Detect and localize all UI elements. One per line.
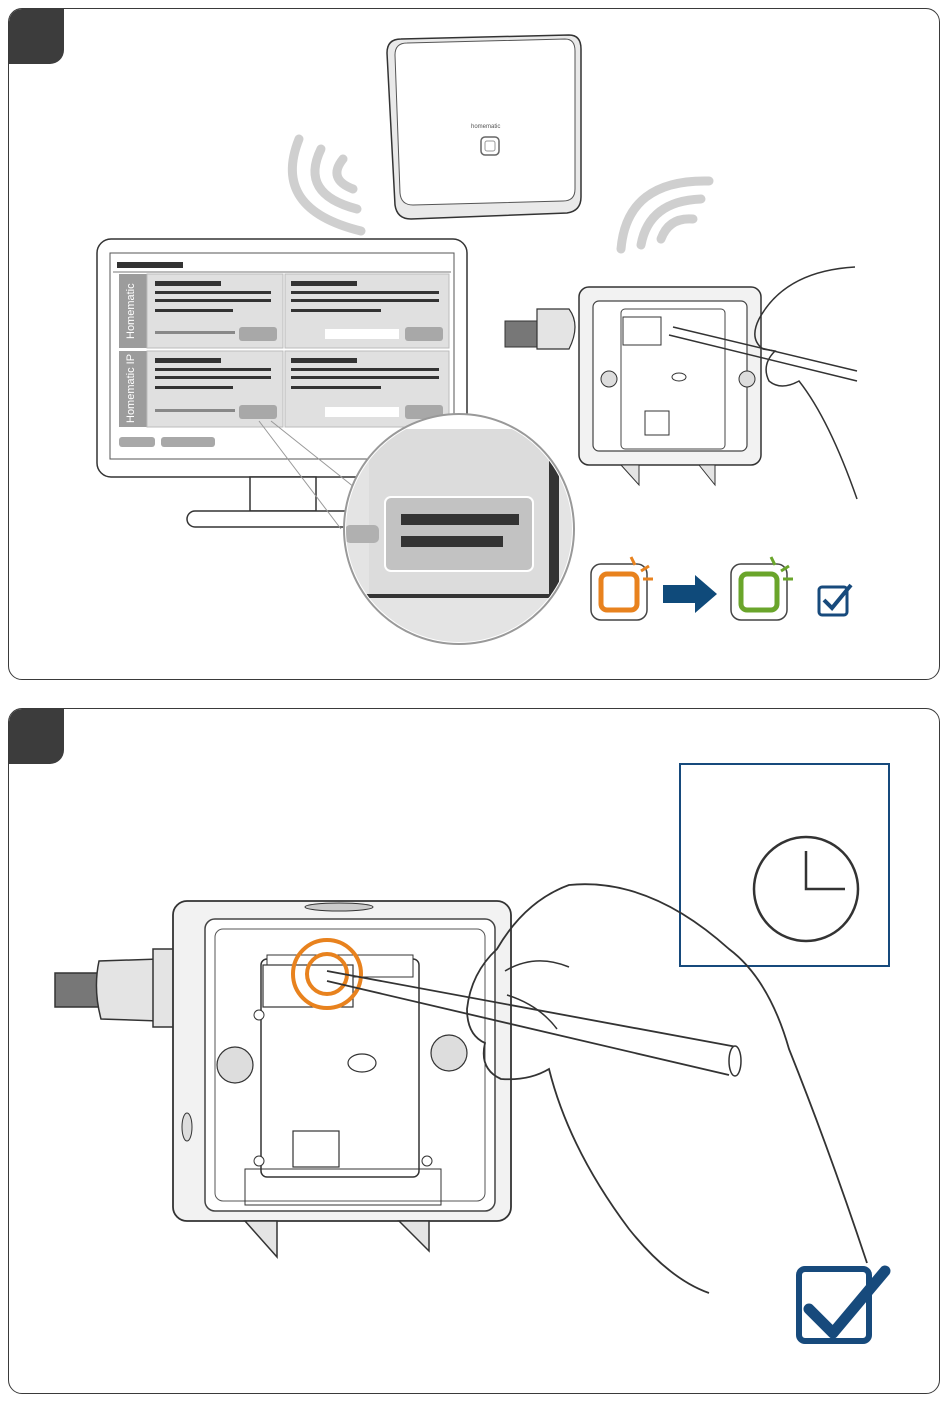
wireless-waves-icon <box>621 181 709 249</box>
magnifier-icon <box>339 414 579 649</box>
check-icon <box>799 1269 885 1341</box>
device-housing <box>505 267 857 499</box>
ccu-brand-label: homematic <box>471 124 500 130</box>
webui-section-homematic: Homematic <box>125 283 137 339</box>
wireless-waves-icon <box>292 139 361 231</box>
arrow-right-icon <box>663 575 717 613</box>
check-icon <box>819 585 851 615</box>
step-2-illustration <box>9 709 940 1394</box>
led-status-sequence <box>591 557 851 620</box>
webui-section-homematic-ip: Homematic IP <box>125 354 137 423</box>
clock-icon <box>680 764 889 966</box>
step-1-panel: homematic Homematic Homematic IP <box>8 8 940 680</box>
step-2-panel <box>8 708 940 1394</box>
step-1-illustration <box>9 9 940 680</box>
ccu-led-icon <box>481 137 499 155</box>
